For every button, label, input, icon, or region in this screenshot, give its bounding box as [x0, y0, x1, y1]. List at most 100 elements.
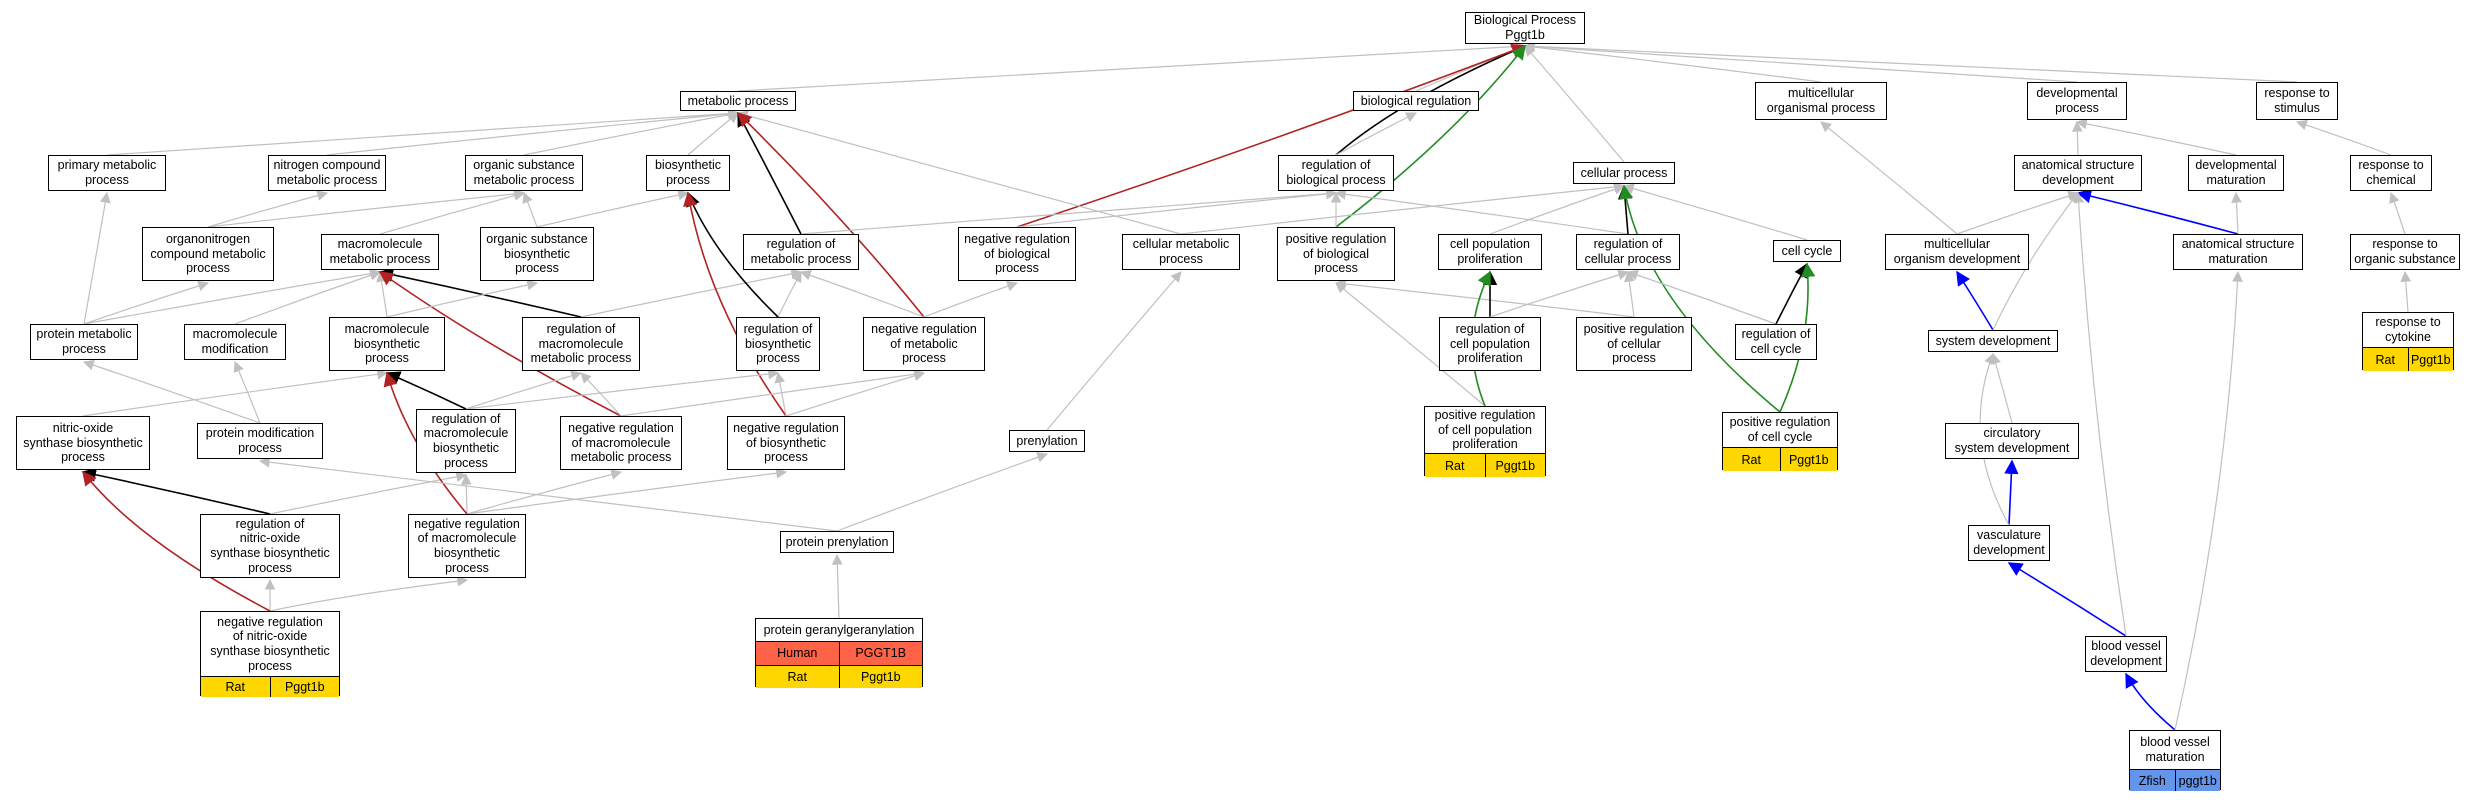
node-circsys[interactable]: circulatory system development — [1945, 423, 2079, 459]
node-posregbio[interactable]: positive regulation of biological proces… — [1277, 227, 1395, 281]
node-regbiosyn[interactable]: regulation of biosynthetic process — [736, 317, 820, 371]
node-cellular[interactable]: cellular process — [1573, 162, 1675, 184]
node-negregmacromet[interactable]: negative regulation of macromolecule met… — [560, 416, 682, 470]
node-label: blood vessel maturation — [2140, 735, 2210, 764]
node-bioreg[interactable]: biological regulation — [1353, 91, 1479, 111]
node-bp[interactable]: Biological Process Pggt1b — [1465, 12, 1585, 44]
node-macromod[interactable]: macromolecule modification — [184, 324, 286, 360]
node-negregmet[interactable]: negative regulation of metabolic process — [863, 317, 985, 371]
node-primary[interactable]: primary metabolic process — [48, 155, 166, 191]
edge-negregmet-to-metabolic — [736, 111, 925, 318]
species-cell: Rat — [2375, 352, 2395, 367]
edge-cellcycle-to-cellular — [1622, 183, 1808, 241]
node-bvdev[interactable]: blood vessel development — [2085, 636, 2167, 672]
edge-regmacromet-to-macromet — [378, 267, 582, 318]
node-posregprolif[interactable]: positive regulation of cell population p… — [1424, 406, 1546, 477]
node-regmacrobiosyn[interactable]: regulation of macromolecule biosynthetic… — [416, 409, 516, 473]
node-posregcell[interactable]: positive regulation of cellular process — [1576, 317, 1692, 371]
edge-regmacrobiosyn-to-regmacromet — [465, 370, 583, 410]
node-stimulus[interactable]: response to stimulus — [2256, 82, 2338, 120]
node-regmacromet[interactable]: regulation of macromolecule metabolic pr… — [522, 317, 640, 371]
node-multiorg[interactable]: multicellular organismal process — [1755, 82, 1887, 120]
node-regmet[interactable]: regulation of metabolic process — [743, 234, 859, 270]
gene-cell: Pggt1b — [2407, 348, 2454, 371]
node-protmet[interactable]: protein metabolic process — [30, 324, 138, 360]
edge-protmod-to-macromod — [233, 361, 261, 424]
edge-organonitro-to-nitrogen — [207, 190, 329, 228]
edge-regbiosyn-to-regmet — [777, 271, 802, 318]
node-negregbiosyn[interactable]: negative regulation of biosynthetic proc… — [727, 416, 845, 470]
node-chemical[interactable]: response to chemical — [2350, 155, 2432, 191]
edge-stimulus-to-bp — [1523, 41, 2298, 83]
edge-regcellcycle-to-regcell — [1626, 269, 1777, 325]
edge-negregmacromet-to-regmacromet — [580, 372, 622, 417]
node-regcell[interactable]: regulation of cellular process — [1576, 234, 1680, 270]
node-regprolif[interactable]: regulation of cell population proliferat… — [1439, 317, 1541, 371]
edge-anatmat-to-devmat — [2231, 191, 2242, 235]
edge-negregmacromet-to-macromet — [378, 271, 622, 417]
node-orgbiosyn[interactable]: organic substance biosynthetic process — [480, 227, 594, 281]
edge-negregbiosyn-to-negregmet — [785, 370, 926, 417]
node-anatmat[interactable]: anatomical structure maturation — [2173, 234, 2303, 270]
node-developmental[interactable]: developmental process — [2027, 82, 2127, 120]
edge-negregbio-to-bp — [1016, 43, 1527, 228]
edge-regmacrobiosyn-to-macrobiosyn — [385, 371, 467, 410]
node-protmod[interactable]: protein modification process — [197, 423, 323, 459]
node-protpren[interactable]: protein prenylation — [780, 531, 894, 553]
edge-cytokine-to-orgsub — [2400, 270, 2412, 313]
node-devmat[interactable]: developmental maturation — [2188, 155, 2284, 191]
gene-cell: PGGT1B — [838, 642, 923, 665]
edge-organonitro-to-organicsub — [207, 188, 526, 228]
node-cellcycle[interactable]: cell cycle — [1773, 240, 1841, 262]
edge-macromet-to-organicsub — [379, 190, 526, 235]
node-nitric[interactable]: nitric-oxide synthase biosynthetic proce… — [16, 416, 150, 470]
edge-negregbio-to-regbio — [1016, 188, 1338, 228]
edge-posregprolif-to-posregbio — [1335, 282, 1486, 407]
node-biosynthetic[interactable]: biosynthetic process — [646, 155, 730, 191]
node-regnitric[interactable]: regulation of nitric-oxide synthase bios… — [200, 514, 340, 578]
edge-bvmat-to-anatmat — [2174, 270, 2243, 731]
edge-macrobiosyn-to-macromet — [376, 270, 388, 318]
node-vascdev[interactable]: vasculature development — [1968, 525, 2050, 561]
species-cell: Rat — [787, 669, 807, 684]
species-cell: Human — [777, 646, 818, 661]
node-organicsub[interactable]: organic substance metabolic process — [465, 155, 583, 191]
edge-regmacromet-to-regmet — [580, 268, 803, 318]
node-macromet[interactable]: macromolecule metabolic process — [321, 234, 439, 270]
node-cellmet[interactable]: cellular metabolic process — [1122, 234, 1240, 270]
node-metabolic[interactable]: metabolic process — [680, 91, 796, 111]
node-negregbio[interactable]: negative regulation of biological proces… — [958, 227, 1076, 281]
node-negregmacrobiosyn[interactable]: negative regulation of macromolecule bio… — [408, 514, 526, 578]
edge-orgbiosyn-to-biosynthetic — [536, 189, 690, 228]
node-orgsub[interactable]: response to organic substance — [2350, 234, 2460, 270]
edge-cellmet-to-cellular — [1180, 181, 1626, 235]
edge-negregmet-to-regmet — [799, 270, 925, 318]
node-macrobiosyn[interactable]: macromolecule biosynthetic process — [329, 317, 445, 371]
node-organonitro[interactable]: organonitrogen compound metabolic proces… — [142, 227, 274, 281]
edge-posregbio-to-bp — [1335, 44, 1526, 228]
edge-protpren-to-protmod — [258, 456, 838, 532]
node-nitrogen[interactable]: nitrogen compound metabolic process — [268, 155, 386, 191]
node-cellprolif[interactable]: cell population proliferation — [1438, 234, 1542, 270]
node-prenylation[interactable]: prenylation — [1009, 430, 1085, 452]
node-multidev[interactable]: multicellular organism development — [1885, 234, 2029, 270]
edge-vascdev-to-circsys — [2004, 459, 2019, 526]
node-anatdev[interactable]: anatomical structure development — [2014, 155, 2142, 191]
node-sysdev[interactable]: system development — [1928, 330, 2058, 352]
edge-protmod-to-protmet — [82, 359, 261, 424]
edge-anatmat-to-anatdev — [2076, 189, 2239, 235]
gene-cell: Pggt1b — [1779, 448, 1838, 471]
node-regcellcycle[interactable]: regulation of cell cycle — [1735, 324, 1817, 360]
edge-negregmacrobiosyn-to-regmacrobiosyn — [460, 473, 472, 515]
edge-protger-to-protpren — [831, 553, 843, 619]
node-negregnitric[interactable]: negative regulation of nitric-oxide synt… — [200, 611, 340, 697]
node-regbio[interactable]: regulation of biological process — [1278, 155, 1394, 191]
edge-multidev-to-anatdev — [1956, 190, 2080, 235]
